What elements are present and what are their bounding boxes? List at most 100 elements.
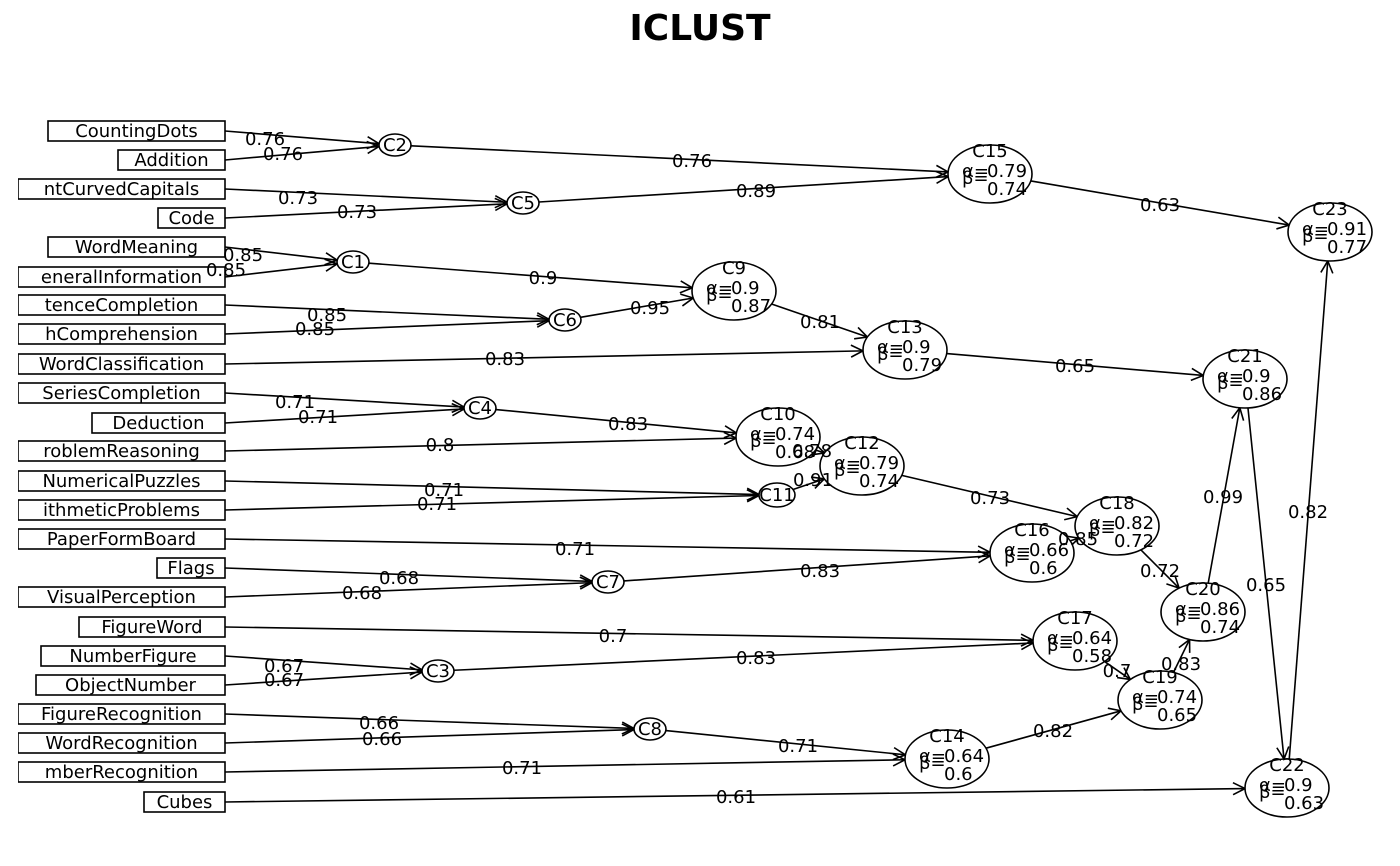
variable-label: Code <box>168 208 214 229</box>
edge-weight-label: 0.83 <box>736 648 776 669</box>
edge-C20-C21 <box>1207 408 1240 584</box>
variable-label: mberRecognition <box>45 762 198 783</box>
alpha-value: 0.64 <box>1072 628 1112 649</box>
cluster-node-C5: C5 <box>506 191 540 215</box>
variable-node: Cubes <box>143 791 226 813</box>
edge-GeneralInformation-C1 <box>224 264 337 278</box>
cluster-label: C7 <box>596 572 620 593</box>
cluster-ellipse <box>862 320 948 380</box>
variable-label: PaperFormBoard <box>47 529 196 550</box>
cluster-ellipse <box>1244 758 1330 818</box>
cluster-node-C2: C2 <box>378 133 412 157</box>
cluster-node-C9: C9α=β=0.90.87 <box>691 258 777 321</box>
cluster-label: C14 <box>929 726 964 747</box>
alpha-value: 0.79 <box>859 453 899 474</box>
beta-symbol: β= <box>919 753 946 774</box>
cluster-ellipse <box>819 436 905 496</box>
cluster-node-C3: C3 <box>421 659 455 683</box>
edge-weight-label: 0.76 <box>245 129 285 150</box>
cluster-ellipse <box>548 308 582 332</box>
edge-weight-label: 0.71 <box>502 758 542 779</box>
beta-symbol: β= <box>1047 635 1074 656</box>
beta-value: 0.72 <box>1114 531 1154 552</box>
edge-weight-label: 0.76 <box>263 144 303 165</box>
edge-C10-C12 <box>816 450 825 453</box>
cluster-ellipse <box>1032 611 1118 671</box>
edge-weight-label: 0.65 <box>1055 356 1095 377</box>
edge-C14-C19 <box>985 711 1121 749</box>
variable-box <box>91 412 226 434</box>
cluster-label: C16 <box>1014 520 1049 541</box>
edge-ObjectNumber-C3 <box>224 672 422 686</box>
edge-C11-C12 <box>792 479 824 491</box>
edge-weight-label: 0.85 <box>1058 529 1098 550</box>
edge-weight-label: 0.8 <box>426 435 455 456</box>
variable-label: Flags <box>167 558 214 579</box>
edge-C1-C9 <box>368 262 692 288</box>
edge-C22-C23 <box>1288 261 1328 760</box>
edge-weight-label: 0.68 <box>379 568 419 589</box>
edge-Flags-C7 <box>224 567 592 581</box>
beta-value: 0.6 <box>944 764 973 785</box>
variable-label: ithmeticProblems <box>43 500 200 521</box>
variable-label: WordClassification <box>39 354 204 375</box>
edge-weight-label: 0.95 <box>630 298 670 319</box>
cluster-label: C9 <box>722 258 746 279</box>
cluster-label: C10 <box>760 404 795 425</box>
cluster-label: C8 <box>638 719 662 740</box>
beta-symbol: β= <box>1259 782 1286 803</box>
beta-symbol: β= <box>1217 373 1244 394</box>
cluster-label: C15 <box>972 141 1007 162</box>
variable-node: Flags <box>156 557 226 579</box>
edge-weight-label: 0.73 <box>970 488 1010 509</box>
variable-label: CountingDots <box>75 121 198 142</box>
edge-weight-label: 0.76 <box>672 151 712 172</box>
beta-value: 0.58 <box>1072 646 1112 667</box>
cluster-ellipse <box>691 261 777 321</box>
edge-weight-label: 0.85 <box>206 260 246 281</box>
edge-NumericalPuzzles-C11 <box>224 480 759 495</box>
alpha-symbol: α= <box>750 424 777 445</box>
alpha-symbol: α= <box>834 453 861 474</box>
edge-weight-label: 0.71 <box>778 736 818 757</box>
edge-WordMeaning-C1 <box>224 246 337 260</box>
cluster-node-C4: C4 <box>463 396 497 420</box>
cluster-label: C11 <box>759 485 794 506</box>
edge-weight-label: 0.83 <box>800 561 840 582</box>
edge-CountingDots-C2 <box>224 130 379 144</box>
cluster-ellipse <box>591 570 625 594</box>
edge-C18-C20 <box>1140 549 1179 588</box>
cluster-label: C1 <box>341 252 365 273</box>
beta-symbol: β= <box>1004 547 1031 568</box>
variable-label: Deduction <box>112 413 204 434</box>
cluster-ellipse <box>378 133 412 157</box>
variable-label: Addition <box>134 150 208 171</box>
cluster-label: C13 <box>887 317 922 338</box>
variable-node: ithmeticProblems <box>17 499 226 521</box>
cluster-ellipse <box>463 396 497 420</box>
edge-weight-label: 0.63 <box>1140 195 1180 216</box>
variable-node: WordClassification <box>17 353 226 375</box>
variable-label: NumberFigure <box>69 646 196 667</box>
variable-label: Cubes <box>157 792 213 813</box>
alpha-symbol: α= <box>706 278 733 299</box>
variable-node: Code <box>157 207 226 229</box>
edge-ProblemReasoning-C10 <box>224 438 736 452</box>
edge-SentenceCompletion-C6 <box>224 304 549 319</box>
cluster-label: C22 <box>1269 755 1304 776</box>
beta-symbol: β= <box>962 168 989 189</box>
cluster-label: C12 <box>844 433 879 454</box>
cluster-label: C2 <box>383 135 407 156</box>
edge-weight-label: 0.83 <box>485 349 525 370</box>
cluster-ellipse <box>1202 349 1288 409</box>
beta-symbol: β= <box>1175 606 1202 627</box>
variable-box <box>143 791 226 813</box>
edge-C3-C17 <box>453 643 1033 672</box>
beta-symbol: β= <box>1302 226 1329 247</box>
edge-weight-label: 0.68 <box>342 583 382 604</box>
edge-weight-label: 0.89 <box>736 181 776 202</box>
